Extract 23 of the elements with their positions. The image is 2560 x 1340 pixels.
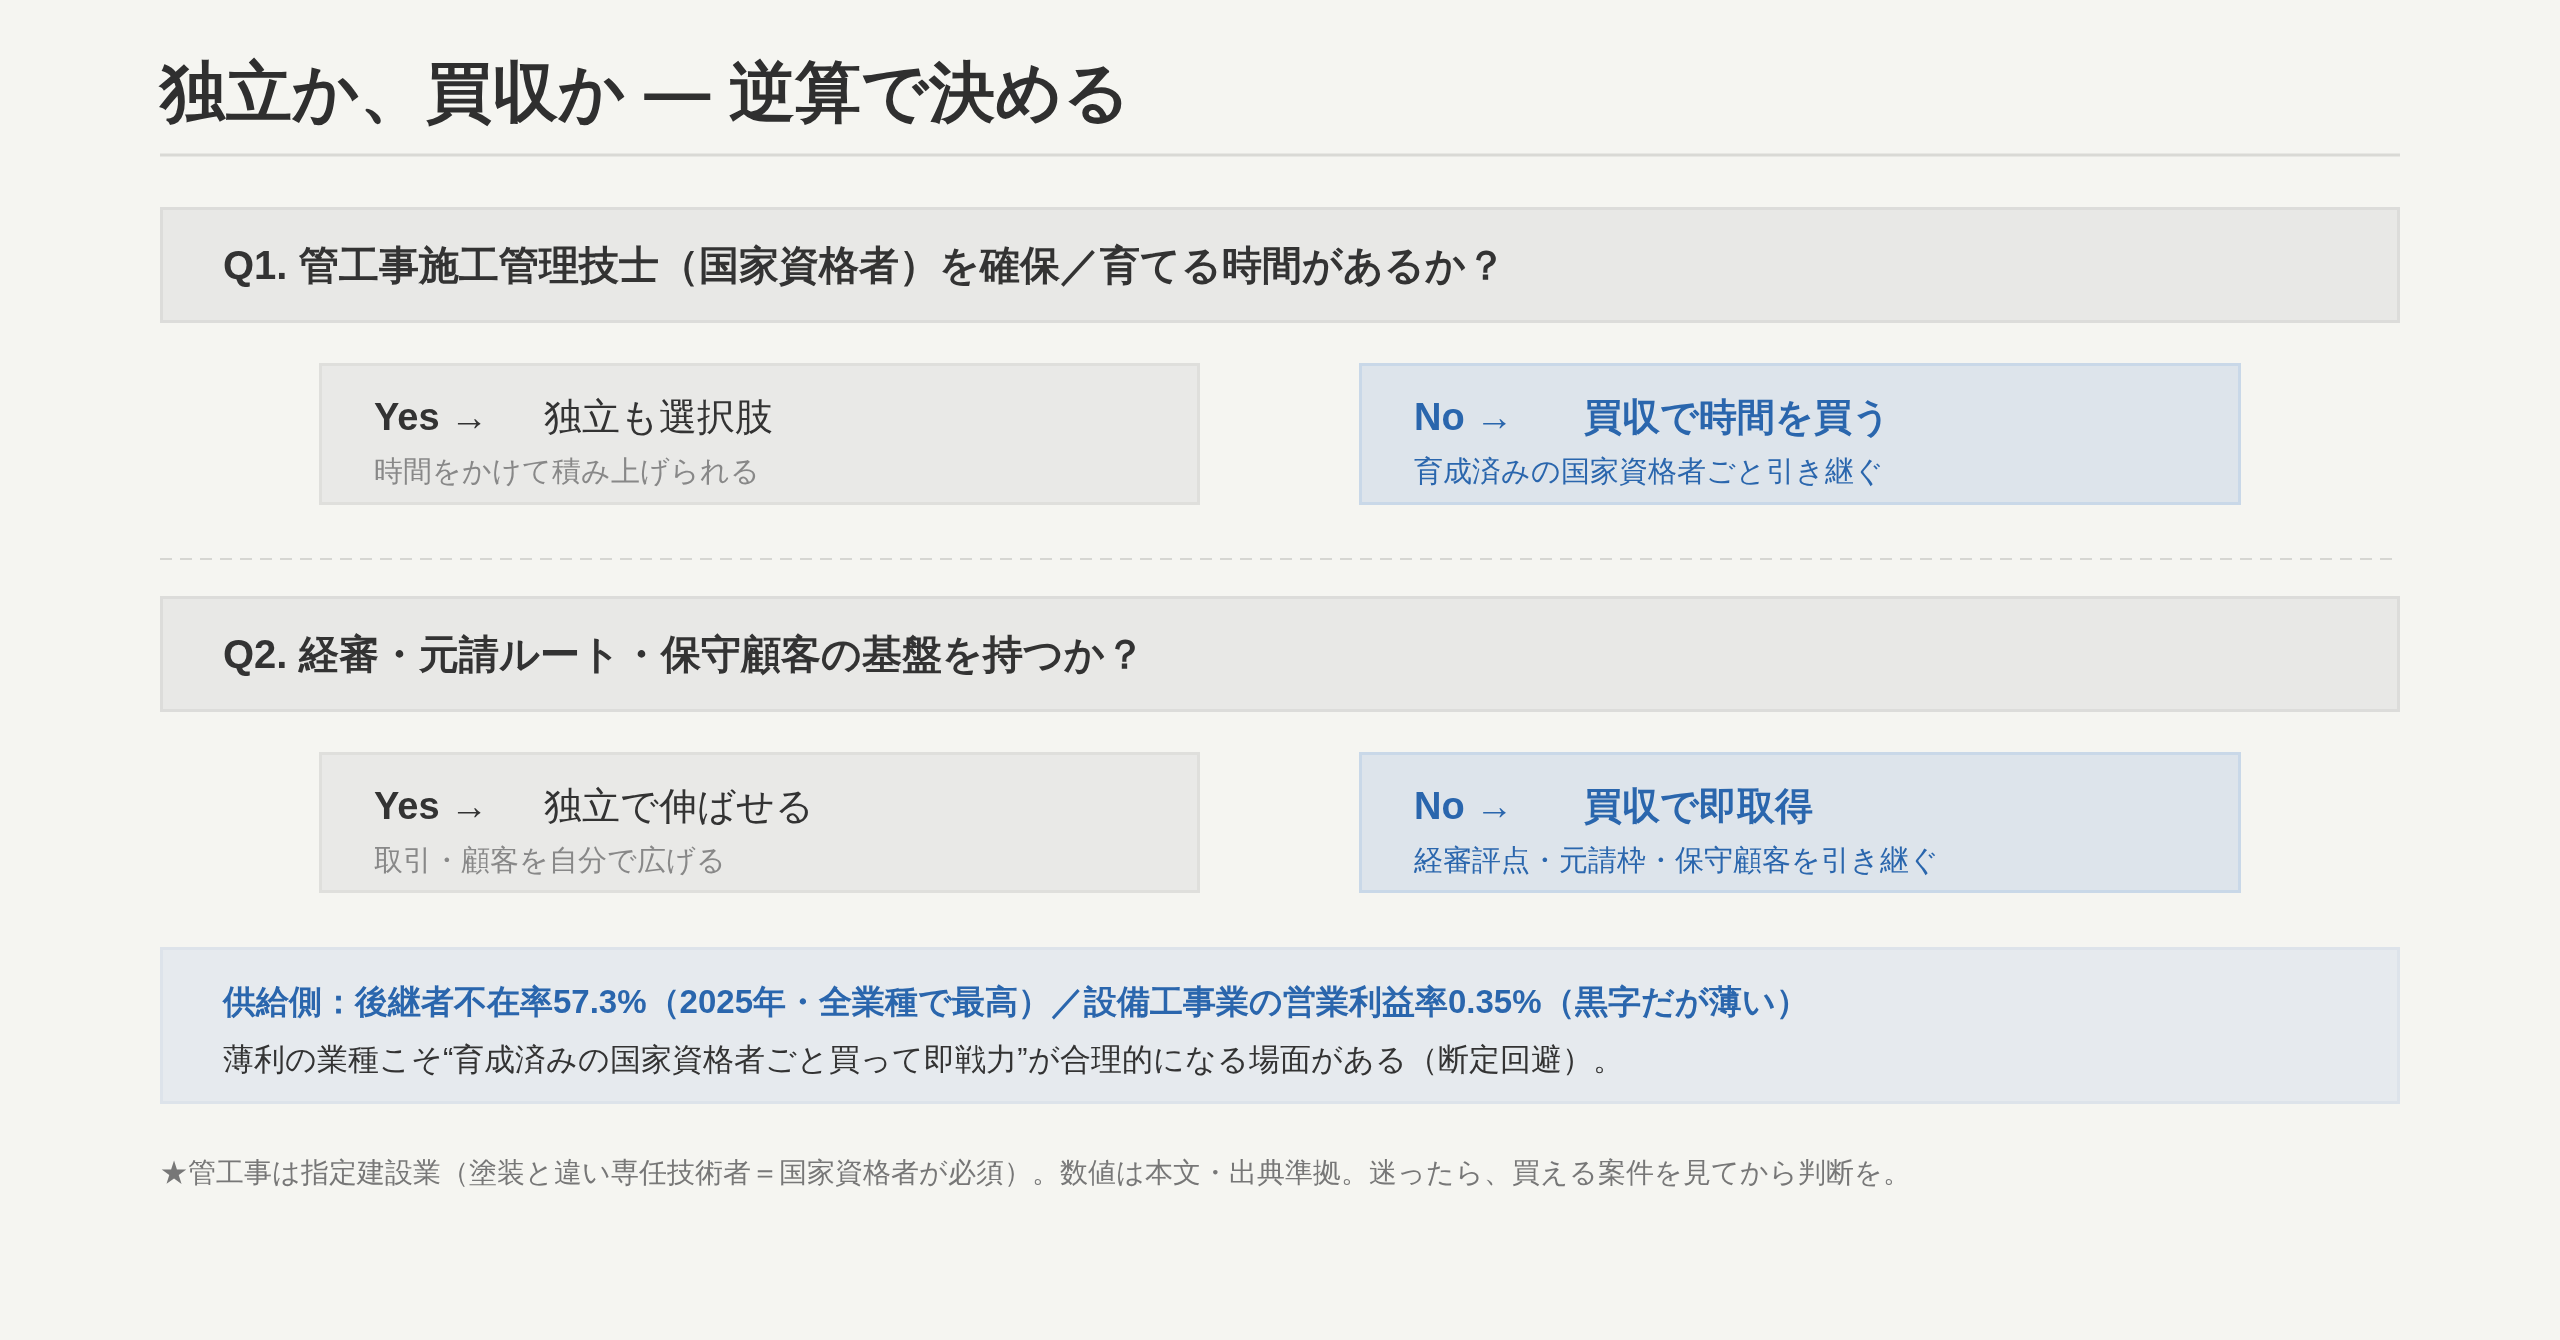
question-banner — [160, 596, 2400, 712]
answer-card — [1359, 752, 2241, 893]
answer-label: No → — [1414, 784, 1515, 829]
question-banner — [160, 207, 2400, 323]
footnote: ★管工事は指定建設業（塗装と違い専任技術者＝国家資格者が必須）。数値は本文・出典準拠。迷ったら、買える案件を見てから判断を。 — [160, 1156, 1911, 1190]
panel-heading: 供給側：後継者不在率57.3%（2025年・全業種で最高）／設備工事業の営業利益率0.35%（黒字だが薄い） — [223, 982, 1809, 1022]
answer-label: Yes → — [374, 784, 490, 829]
panel-text: 薄利の業種こそ“育成済みの国家資格者ごと買って即戦力”が合理的になる場面がある（断定回避）。 — [223, 1041, 1624, 1079]
answer-label: No → — [1414, 395, 1515, 440]
answer-heading: 独立も選択肢 — [544, 395, 773, 440]
answer-heading: 独立で伸ばせる — [544, 784, 814, 829]
info-panel — [160, 947, 2400, 1104]
answer-note: 取引・顧客を自分で広げる — [374, 843, 726, 878]
answer-note: 育成済みの国家資格者ごと引き継ぐ — [1414, 454, 1884, 489]
question-text: Q1. 管工事施工管理技士（国家資格者）を確保／育てる時間があるか？ — [223, 242, 1506, 289]
answer-heading: 買収で即取得 — [1584, 784, 1813, 829]
answer-label: Yes → — [374, 395, 490, 440]
answer-heading: 買収で時間を買う — [1584, 395, 1891, 440]
page-title: 独立か、買収か — 逆算で決める — [160, 54, 1131, 131]
answer-note: 時間をかけて積み上げられる — [374, 454, 760, 489]
answer-card — [1359, 363, 2241, 505]
question-text: Q2. 経審・元請ルート・保守顧客の基盤を持つか？ — [223, 631, 1145, 678]
answer-note: 経審評点・元請枠・保守顧客を引き継ぐ — [1414, 843, 1939, 878]
